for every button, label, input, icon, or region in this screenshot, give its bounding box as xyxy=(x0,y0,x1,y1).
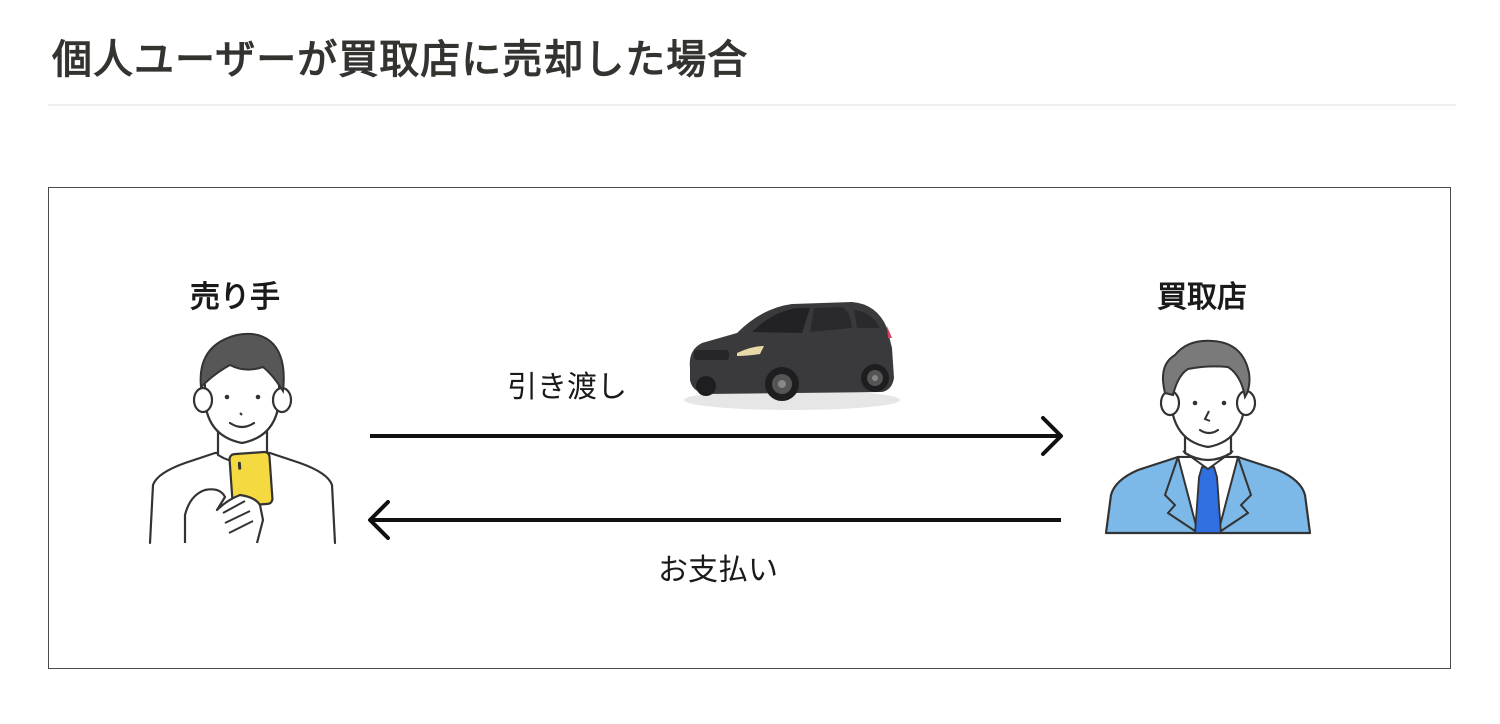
car-icon xyxy=(684,302,900,410)
buyer-label: 買取店 xyxy=(1157,280,1247,315)
page-title: 個人ユーザーが買取店に売却した場合 xyxy=(52,37,749,83)
arrow-right-icon xyxy=(370,416,1063,456)
payment-label: お支払い xyxy=(658,553,778,588)
seller-label: 売り手 xyxy=(190,280,280,315)
businessman-icon xyxy=(1104,339,1312,535)
arrow-left-icon xyxy=(368,500,1061,540)
handover-label: 引き渡し xyxy=(507,370,627,405)
title-divider xyxy=(48,104,1456,106)
person-with-smartphone-icon xyxy=(148,332,337,545)
